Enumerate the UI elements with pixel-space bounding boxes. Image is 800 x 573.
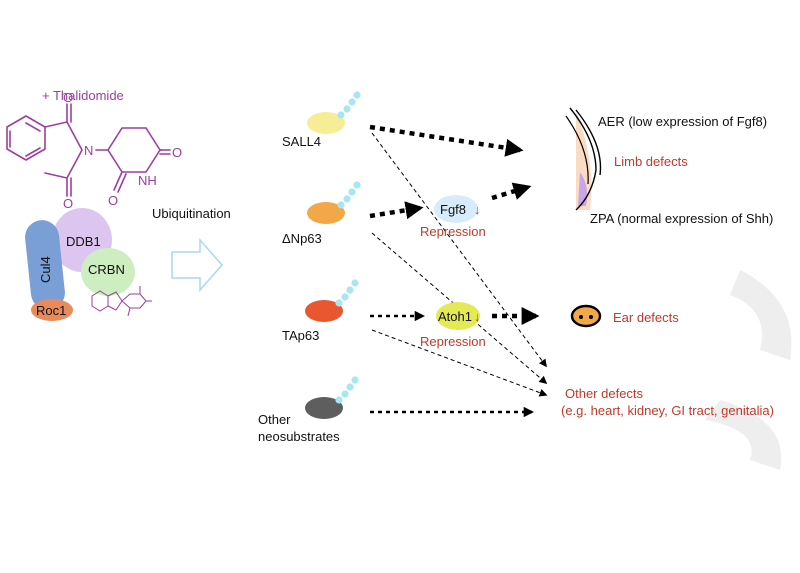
zpa-label: ZPA (normal expression of Shh) xyxy=(590,211,773,226)
crbn-shape xyxy=(81,248,135,296)
substrate-other: Other neosubstrates xyxy=(258,376,359,444)
other-defects-detail: (e.g. heart, kidney, GI tract, genitalia… xyxy=(561,403,774,418)
thalidomide-structure: O O N O O NH xyxy=(6,90,182,211)
fgf8-repression-label: Repression xyxy=(420,224,486,239)
ubiquitination-label: Ubiquitination xyxy=(152,206,231,221)
ubiquitin-chain-icon xyxy=(337,181,361,209)
substrate-dnp63: ΔNp63 xyxy=(282,181,361,246)
atoh1-label: Atoh1 xyxy=(438,309,472,324)
arrow-fgf8-to-limb xyxy=(491,182,532,201)
arrow-tap63-to-other xyxy=(371,329,548,397)
substrate-sall4: SALL4 xyxy=(282,91,361,149)
cul4-label: Cul4 xyxy=(38,256,53,283)
arrow-dnp63-to-fgf8 xyxy=(369,201,424,220)
ear-icon xyxy=(570,304,602,328)
glutarimide-oxygen-bottom: O xyxy=(108,193,118,208)
aer-label: AER (low expression of Fgf8) xyxy=(598,114,767,129)
pathway-arrows xyxy=(369,124,548,418)
cul4-shape xyxy=(25,220,65,310)
sall4-label: SALL4 xyxy=(282,134,321,149)
arrow-sall4-to-other xyxy=(371,132,547,368)
fgf8-node: Fgf8 ↓ Repression xyxy=(420,195,486,239)
roc1-shape xyxy=(31,299,73,321)
background-watermark xyxy=(705,270,792,470)
substrate-tap63: TAp63 xyxy=(282,279,359,343)
atoh1-down-arrow: ↓ xyxy=(474,309,481,324)
dnp63-label: ΔNp63 xyxy=(282,231,322,246)
other-neosubstrates-label-line2: neosubstrates xyxy=(258,429,340,444)
atoh1-node: Atoh1 ↓ Repression xyxy=(420,302,486,349)
atoh1-repression-label: Repression xyxy=(420,334,486,349)
e3-ligase-complex: DDB1 CRBN Roc1 Cul4 xyxy=(25,208,152,321)
ubiquitin-chain-icon xyxy=(337,91,361,119)
limb-bud-icon xyxy=(565,107,602,211)
glutarimide-nh: NH xyxy=(138,173,157,188)
imide-oxygen-top: O xyxy=(63,90,73,105)
fgf8-down-arrow: ↓ xyxy=(474,202,481,217)
ubiquitin-chain-icon xyxy=(335,279,359,307)
imide-oxygen-bottom: O xyxy=(63,196,73,211)
hollow-arrow-icon xyxy=(171,238,223,292)
glutarimide-oxygen-right: O xyxy=(172,145,182,160)
ubiquitin-chain-icon xyxy=(335,376,359,404)
tap63-label: TAp63 xyxy=(282,328,319,343)
roc1-label: Roc1 xyxy=(36,303,66,318)
ear-defects-label: Ear defects xyxy=(613,310,679,325)
other-neosubstrates-label-line1: Other xyxy=(258,412,291,427)
crbn-label: CRBN xyxy=(88,262,125,277)
thalidomide-label: + Thalidomide xyxy=(42,88,124,103)
arrow-sall4-to-limb xyxy=(369,124,524,157)
imide-nitrogen: N xyxy=(84,143,93,158)
limb-defects-label: Limb defects xyxy=(614,154,688,169)
fgf8-label: Fgf8 xyxy=(440,202,466,217)
ddb1-label: DDB1 xyxy=(66,234,101,249)
other-defects-label: Other defects xyxy=(565,386,644,401)
bound-thalidomide-icon xyxy=(91,286,152,317)
